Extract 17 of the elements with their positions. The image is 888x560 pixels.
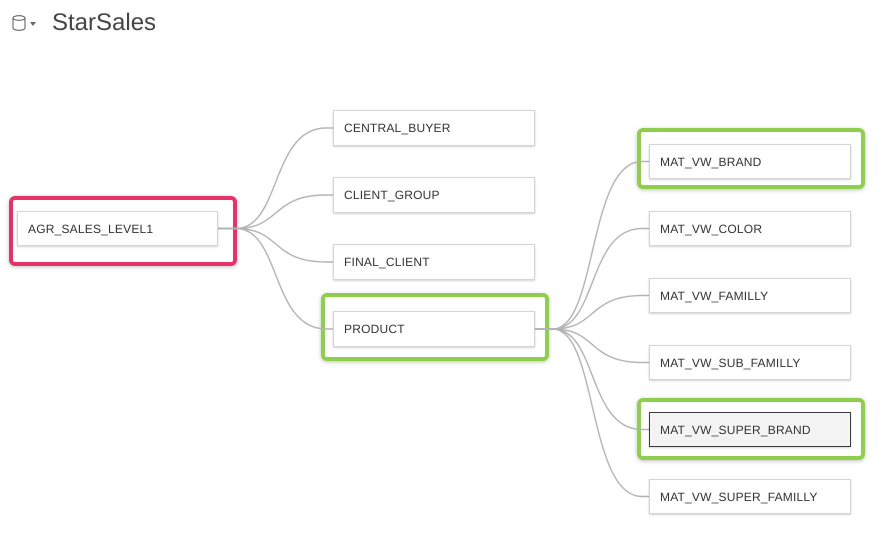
- connector-line: [218, 228, 333, 330]
- highlight-frame: [321, 293, 549, 361]
- table-card: CENTRAL_BUYER: [333, 110, 535, 146]
- table-card: FINAL_CLIENT: [333, 244, 535, 280]
- table-card: MAT_VW_COLOR: [649, 211, 851, 246]
- table-card: AGR_SALES_LEVEL1: [17, 211, 218, 246]
- table-card: MAT_VW_BRAND: [649, 144, 851, 179]
- table-card: PRODUCT: [333, 311, 535, 347]
- table-card: MAT_VW_SUB_FAMILLY: [649, 345, 851, 380]
- table-card: MAT_VW_FAMILLY: [649, 278, 851, 313]
- highlight-frame: [9, 196, 237, 266]
- table-card: MAT_VW_SUPER_BRAND: [649, 412, 851, 447]
- highlight-frame: [637, 128, 865, 189]
- title: StarSales: [52, 8, 156, 38]
- table-card: MAT_VW_SUPER_FAMILLY: [649, 479, 851, 514]
- table-card: CLIENT_GROUP: [333, 177, 535, 213]
- highlight-frame: [637, 398, 865, 460]
